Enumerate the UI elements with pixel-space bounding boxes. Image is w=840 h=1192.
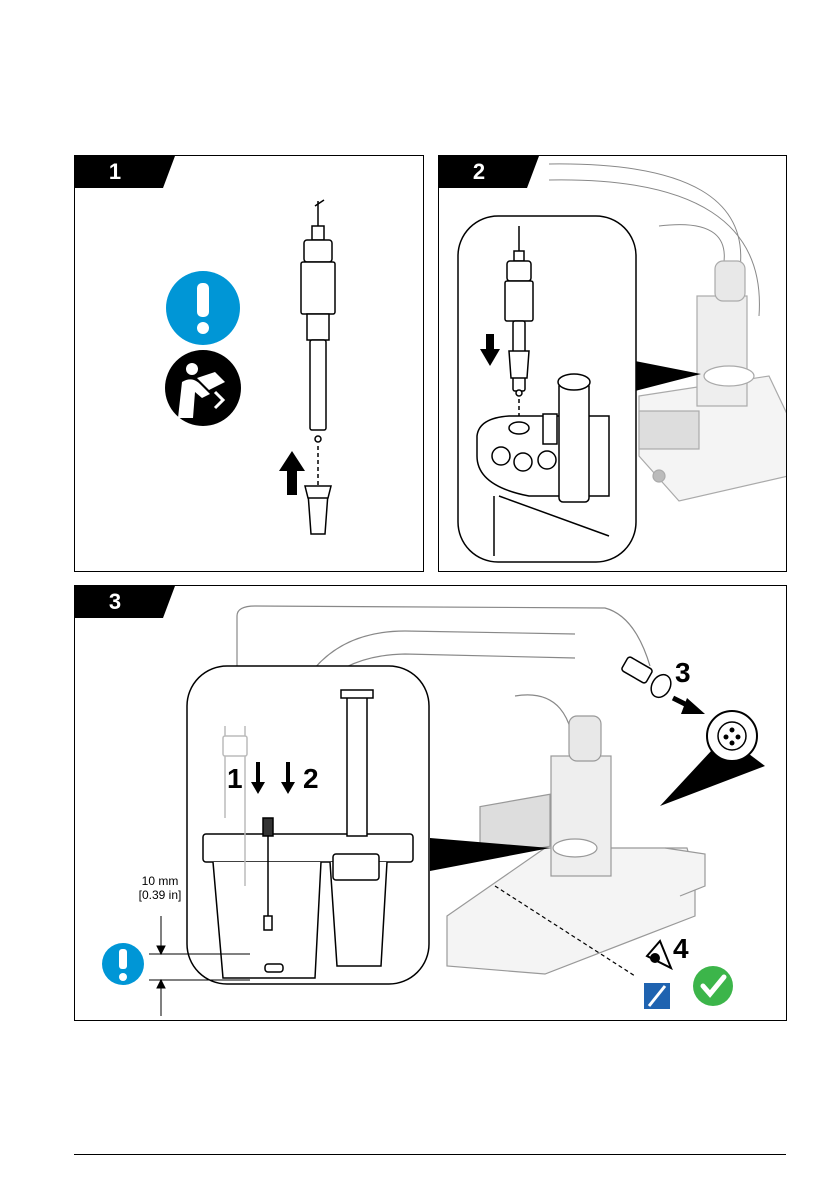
pull-arrow-icon — [673, 698, 705, 714]
socket-detail — [660, 711, 765, 806]
read-manual-icon — [165, 350, 241, 426]
panel-1: 1 — [74, 155, 424, 572]
zoom-detail — [458, 216, 636, 562]
dimension-label: 10 mm [0.39 in] — [125, 874, 195, 902]
exclamation-icon — [166, 271, 240, 345]
dimension-metric: 10 mm — [125, 874, 195, 888]
step-label-4: 4 — [673, 934, 689, 964]
cable-connector — [621, 656, 675, 701]
panel-3: 3 — [74, 585, 787, 1021]
exclamation-icon — [102, 943, 144, 985]
calibration-icon — [647, 941, 671, 968]
step-label-1: 1 — [227, 764, 243, 794]
up-arrow-icon — [279, 451, 305, 495]
step-label-2: 2 — [303, 764, 319, 794]
footer-rule — [74, 1154, 786, 1155]
step-label-3: 3 — [675, 658, 691, 688]
zoom-pointer — [635, 361, 701, 391]
checkmark-icon — [693, 966, 733, 1006]
dimension-imperial: [0.39 in] — [125, 888, 195, 902]
panel-1-illustration — [75, 156, 424, 572]
panel-2: 2 — [438, 155, 787, 572]
electrode-icon — [644, 983, 670, 1009]
panel-2-illustration — [439, 156, 787, 572]
electrode-icon — [301, 200, 335, 534]
